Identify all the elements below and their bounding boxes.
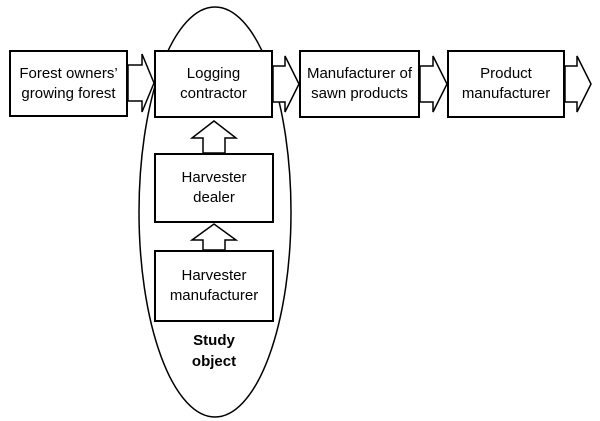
harvester-manufacturer-line-1: Harvester	[181, 267, 247, 284]
harvester-dealer-label: Harvester dealer	[181, 169, 247, 206]
sawn-products-box: Manufacturer of sawn products	[299, 50, 420, 118]
arrow-logging-to-sawn	[272, 55, 300, 113]
forest-owners-box: Forest owners’ growing forest	[9, 50, 128, 117]
harvester-manufacturer-line-2: manufacturer	[169, 287, 259, 304]
harvester-dealer-box: Harvester dealer	[154, 153, 274, 223]
product-manufacturer-line-1: Product	[480, 65, 532, 82]
study-object-line-2: object	[191, 353, 237, 370]
forest-owners-line-1: Forest owners’	[19, 64, 118, 82]
logging-contractor-line-2: contractor	[180, 85, 247, 102]
product-manufacturer-line-2: manufacturer	[461, 85, 551, 102]
arrow-manufacturer-to-dealer	[189, 223, 239, 251]
sawn-products-line-1: Manufacturer of	[306, 65, 413, 82]
arrow-forest-to-logging	[127, 53, 155, 113]
study-object-ellipse	[138, 6, 292, 418]
study-object-label: Study object	[164, 330, 264, 372]
arrow-product-out	[564, 55, 592, 113]
study-object-line-1: Study	[193, 332, 235, 349]
logging-contractor-line-1: Logging	[186, 65, 241, 82]
product-manufacturer-box: Product manufacturer	[447, 50, 565, 118]
logging-contractor-box: Logging contractor	[154, 50, 273, 118]
arrow-dealer-to-logging	[189, 120, 239, 154]
sawn-products-line-2: sawn products	[311, 85, 408, 102]
harvester-manufacturer-box: Harvester manufacturer	[154, 250, 274, 322]
forest-owners-line-2: growing forest	[21, 84, 116, 102]
arrow-sawn-to-product	[419, 55, 448, 113]
